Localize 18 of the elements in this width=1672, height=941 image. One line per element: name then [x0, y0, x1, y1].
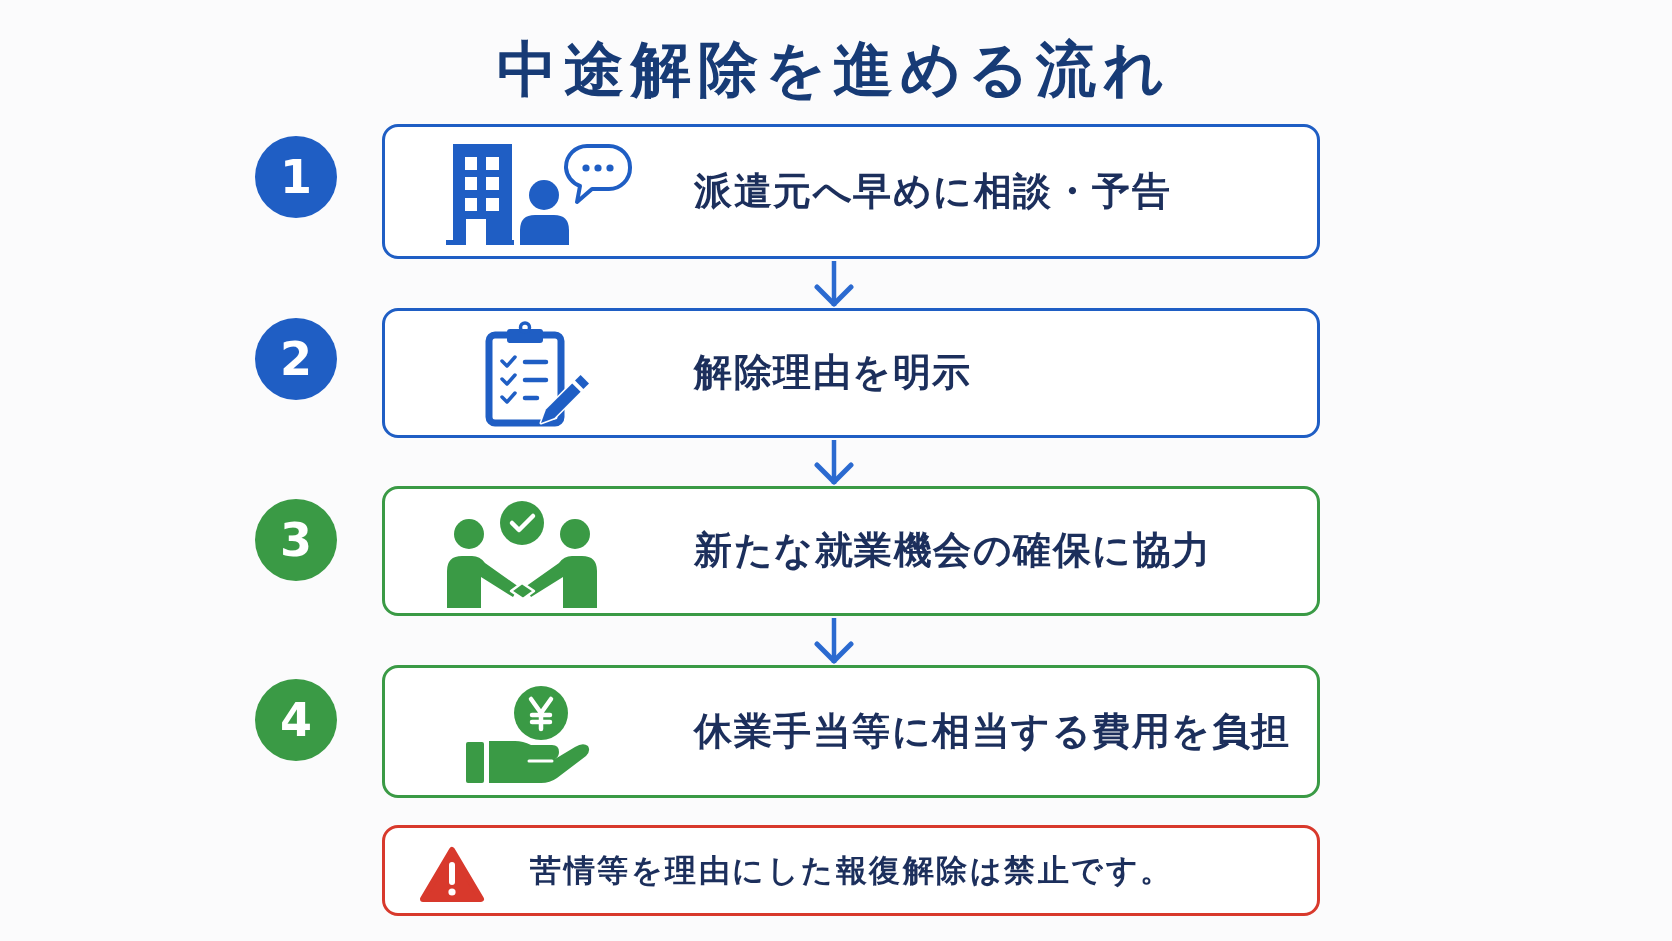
arrow: [814, 618, 854, 664]
step-box: [382, 308, 1320, 438]
step-text: 新たな就業機会の確保に協力: [694, 529, 1212, 573]
step-text: 休業手当等に相当する費用を負担: [694, 709, 1291, 754]
step-number-circle: 3: [255, 499, 337, 581]
arrow: [814, 261, 854, 307]
arrow: [814, 440, 854, 485]
step-box: [382, 486, 1320, 616]
step-box: [382, 124, 1320, 259]
step-text: 解除理由を明示: [694, 351, 972, 395]
step-number-circle: 2: [255, 318, 337, 400]
warning-box: [382, 825, 1320, 916]
step-number-circle: 1: [255, 136, 337, 218]
step-number-circle: 4: [255, 679, 337, 761]
step-text: 派遣元へ早めに相談・予告: [694, 169, 1171, 214]
title: 中途解除を進める流れ: [497, 36, 1171, 102]
step-box: [382, 665, 1320, 798]
warning-text: 苦情等を理由にした報復解除は禁止です。: [530, 852, 1174, 889]
